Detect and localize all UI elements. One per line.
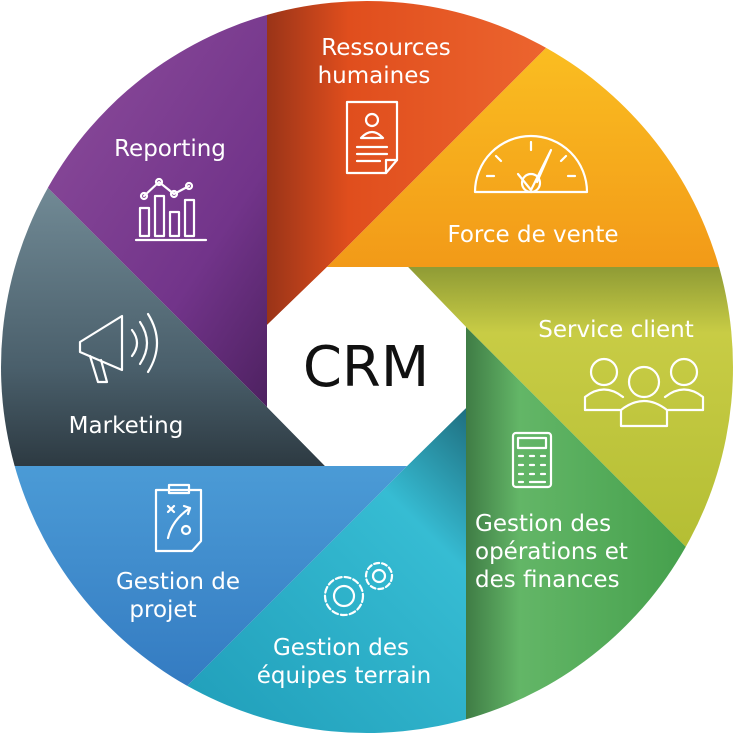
label-operations-line3: des finances [475, 567, 620, 593]
gears-icon [323, 561, 394, 617]
sector-gestion-equipes [139, 408, 466, 733]
label-projet-line1: Gestion de [116, 569, 240, 595]
speedometer-icon [473, 134, 589, 194]
label-reporting: Reporting [114, 136, 226, 162]
label-rh-line1: Ressources [321, 35, 450, 61]
label-service-client: Service client [538, 317, 694, 343]
label-force-de-vente: Force de vente [447, 222, 618, 248]
label-equipes-line1: Gestion des [273, 635, 409, 661]
label-projet-line2: projet [129, 597, 196, 623]
label-marketing: Marketing [69, 413, 184, 439]
label-rh-line2: humaines [318, 63, 431, 89]
calculator-icon [511, 431, 553, 489]
center-label: CRM [303, 335, 429, 400]
sector-service-client [408, 267, 733, 595]
sector-ressources-humaines [267, 1, 594, 325]
label-equipes-line2: équipes terrain [257, 663, 432, 689]
bar-chart-icon [134, 177, 208, 242]
strategy-clipboard-icon [154, 483, 203, 553]
megaphone-icon [78, 312, 158, 384]
sector-marketing [1, 140, 325, 466]
customers-group-icon [583, 357, 705, 428]
resume-document-icon [345, 100, 399, 175]
label-operations-line1: Gestion des [475, 511, 611, 537]
label-operations-line2: opérations et [475, 539, 628, 565]
center-octagon [267, 267, 466, 466]
